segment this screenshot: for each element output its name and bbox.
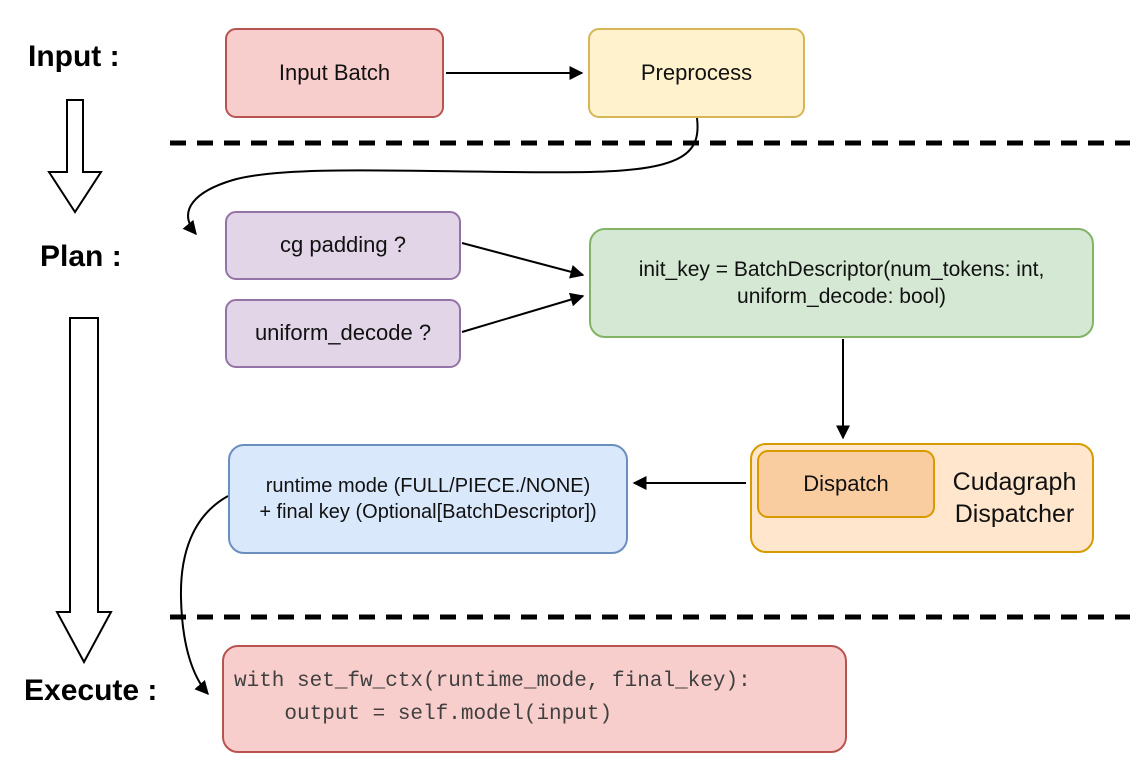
node-cg-padding: cg padding ? — [225, 211, 461, 280]
plan-stage-arrow — [55, 317, 113, 665]
node-execute-code-line2: output = self.model(input) — [234, 703, 613, 726]
input-stage-arrow — [47, 99, 103, 214]
node-uniform-decode-label: uniform_decode ? — [254, 320, 432, 346]
node-uniform-decode: uniform_decode ? — [225, 299, 461, 368]
node-cudagraph-dispatcher-line2: Dispatcher — [954, 500, 1075, 528]
stage-label-plan: Plan : — [40, 240, 122, 273]
node-preprocess: Preprocess — [588, 28, 805, 118]
node-execute-code: with set_fw_ctx(runtime_mode, final_key)… — [222, 645, 847, 753]
node-dispatch: Dispatch — [757, 450, 935, 518]
node-cudagraph-dispatcher-label: Cudagraph Dispatcher — [937, 445, 1092, 551]
node-dispatch-label: Dispatch — [803, 470, 889, 496]
node-cudagraph-dispatcher: Dispatch Cudagraph Dispatcher — [750, 443, 1094, 553]
node-cudagraph-dispatcher-line1: Cudagraph — [952, 467, 1077, 496]
node-input-batch: Input Batch — [225, 28, 444, 118]
node-init-key: init_key = BatchDescriptor(num_tokens: i… — [589, 228, 1094, 338]
node-runtime-mode-line2: + final key (Optional[BatchDescriptor]) — [259, 501, 597, 523]
node-execute-code-line1: with set_fw_ctx(runtime_mode, final_key)… — [234, 670, 751, 694]
arrow-cgpadding-to-initkey — [461, 242, 585, 279]
node-init-key-line2: uniform_decode: bool) — [737, 285, 946, 308]
arrow-preprocess-to-cgpadding — [182, 117, 699, 236]
node-runtime-mode: runtime mode (FULL/PIECE./NONE) + final … — [228, 444, 628, 554]
arrow-runtimemode-to-execute — [179, 495, 229, 696]
arrow-uniformdecode-to-initkey — [461, 292, 585, 333]
node-init-key-line1: init_key = BatchDescriptor(num_tokens: i… — [638, 257, 1045, 281]
node-runtime-mode-line1: runtime mode (FULL/PIECE./NONE) — [265, 475, 591, 497]
node-input-batch-label: Input Batch — [278, 59, 391, 85]
stage-label-input: Input : — [28, 40, 120, 73]
node-preprocess-label: Preprocess — [640, 59, 753, 85]
node-cg-padding-label: cg padding ? — [280, 232, 406, 258]
stage-label-execute: Execute : — [24, 674, 158, 707]
